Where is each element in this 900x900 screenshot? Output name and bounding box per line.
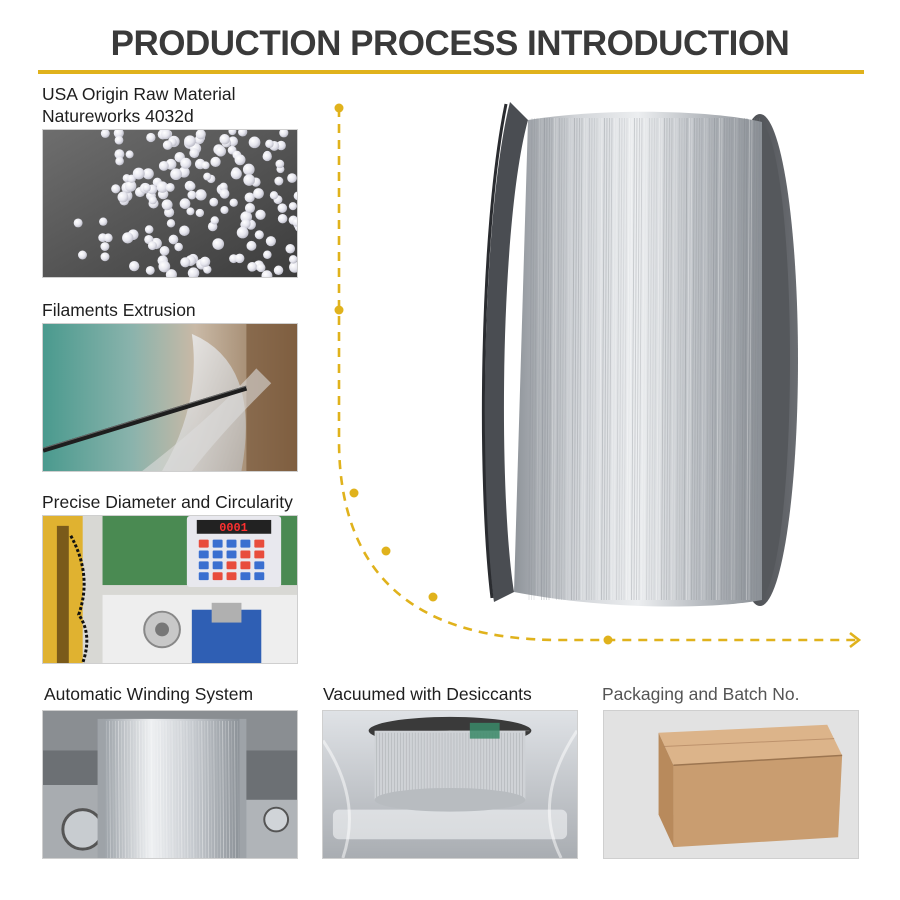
title-underline <box>38 70 864 74</box>
flow-dot <box>334 305 344 315</box>
step-4-caption: Automatic Winding System <box>44 684 254 704</box>
arrow-right-icon <box>849 631 862 649</box>
flow-dot <box>428 592 438 602</box>
flow-dot <box>349 488 359 498</box>
winding-machine-photo <box>42 710 298 859</box>
filament-spool-photo <box>470 92 810 622</box>
step-1-title: USA Origin Raw Material <box>42 84 236 104</box>
flow-dot <box>381 546 391 556</box>
step-3-caption: Precise Diameter and Circularity <box>42 492 293 512</box>
step-2-caption: Filaments Extrusion <box>42 300 196 320</box>
extrusion-photo <box>42 323 298 472</box>
step-6-caption: Packaging and Batch No. <box>602 684 800 704</box>
flow-dot <box>334 103 344 113</box>
cardboard-box-photo <box>603 710 859 859</box>
gauge-readout: 0001 <box>219 521 248 535</box>
flow-dot <box>603 635 613 645</box>
step-5-caption: Vacuumed with Desiccants <box>323 684 532 704</box>
vacuum-bag-photo <box>322 710 578 859</box>
diameter-gauge-photo: 0001 <box>42 515 298 664</box>
plastic-pellets-photo <box>42 129 298 278</box>
pellets-illustration <box>43 130 297 277</box>
step-1-subtitle: Natureworks 4032d <box>42 106 194 126</box>
page-title: PRODUCTION PROCESS INTRODUCTION <box>110 24 790 63</box>
step-1-caption: USA Origin Raw Material Natureworks 4032… <box>42 83 236 127</box>
